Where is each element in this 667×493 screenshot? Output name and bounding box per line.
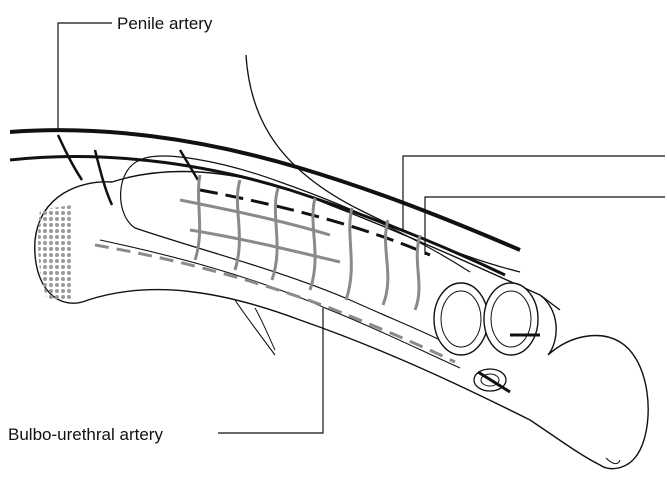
spermatic-cord-line-2 (255, 308, 275, 350)
bulbo-urethral-artery-label: Bulbo-urethral artery (8, 426, 163, 443)
bulb-shading (38, 205, 72, 300)
glans-tip (606, 458, 620, 464)
right-leader-upper (403, 156, 665, 232)
bulbo-urethral-leader (218, 308, 323, 433)
glans-outline (530, 295, 648, 469)
penile-artery-label: Penile artery (117, 15, 212, 32)
penile-artery-leader (58, 23, 112, 130)
corpora-cross-section (434, 283, 538, 391)
urethra-outline (100, 240, 460, 368)
shaft-outline-upper (112, 172, 560, 310)
